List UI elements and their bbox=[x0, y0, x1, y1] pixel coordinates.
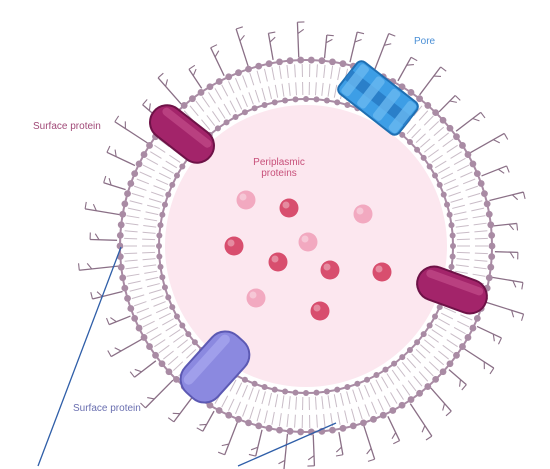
periplasmic-proteins-label: Periplasmic proteins bbox=[244, 157, 314, 179]
glycan-branch bbox=[108, 339, 142, 356]
periplasmic-protein bbox=[373, 263, 392, 282]
glycan-branch bbox=[470, 133, 507, 152]
glycan-branch bbox=[218, 422, 237, 455]
glycan-branch bbox=[90, 233, 117, 241]
glycan-branch bbox=[495, 252, 518, 260]
glycan-branch bbox=[211, 45, 224, 76]
glycan-branch bbox=[115, 116, 148, 143]
periplasmic-protein bbox=[354, 205, 373, 224]
periplasmic-protein bbox=[225, 237, 244, 256]
glycan-branch bbox=[104, 176, 126, 190]
glycan-branch bbox=[477, 326, 501, 344]
surface-protein-bottom-label: Surface protein bbox=[73, 403, 141, 414]
glycan-branch bbox=[364, 426, 375, 461]
glycan-branch bbox=[388, 416, 400, 443]
glycan-branch bbox=[107, 146, 135, 166]
periplasmic-protein bbox=[247, 289, 266, 308]
pore-label: Pore bbox=[414, 36, 435, 47]
glycan-branch bbox=[449, 370, 466, 390]
glycan-branch bbox=[420, 67, 447, 95]
glycan-branch bbox=[297, 22, 304, 57]
glycan-branch bbox=[268, 32, 275, 60]
glycan-branch bbox=[85, 202, 120, 215]
glycan-branch bbox=[410, 404, 432, 440]
glycan-branch bbox=[140, 380, 172, 408]
periplasmic-protein bbox=[280, 199, 299, 218]
glycan-branch bbox=[249, 430, 262, 456]
glycan-branch bbox=[486, 302, 523, 320]
surface-protein-top-icon bbox=[143, 98, 221, 169]
glycan-branch bbox=[489, 192, 525, 200]
glycan-branch bbox=[107, 316, 131, 325]
glycan-branch bbox=[277, 434, 288, 469]
glycan-branch bbox=[325, 35, 334, 58]
periplasmic-protein bbox=[269, 253, 288, 272]
periplasmic-protein bbox=[237, 191, 256, 210]
glycan-branch bbox=[307, 435, 314, 466]
glycan-branch bbox=[189, 65, 202, 88]
periplasmic-protein bbox=[311, 302, 330, 321]
glycan-branch bbox=[236, 27, 248, 66]
glycan-branch bbox=[456, 112, 485, 131]
glycan-branch bbox=[130, 361, 156, 377]
periplasmic-protein bbox=[321, 261, 340, 280]
glycan-branch bbox=[398, 57, 417, 81]
pointer-line-left bbox=[38, 247, 121, 466]
glycan-branch bbox=[168, 397, 192, 422]
glycan-branch bbox=[336, 432, 343, 456]
glycan-branch bbox=[375, 34, 396, 70]
glycan-branch bbox=[197, 411, 214, 431]
glycan-branch bbox=[482, 166, 510, 176]
glycan-branch bbox=[91, 292, 123, 299]
glycan-branch bbox=[431, 388, 451, 416]
surface-protein-top-label: Surface protein bbox=[33, 121, 101, 132]
glycan-branch bbox=[350, 32, 364, 62]
glycan-branch bbox=[464, 349, 493, 374]
glycan-branch bbox=[494, 223, 518, 230]
periplasmic-protein bbox=[299, 233, 318, 252]
glycan-branch bbox=[492, 277, 523, 289]
glycan-branch bbox=[158, 73, 181, 104]
glycan-branch bbox=[439, 95, 460, 111]
pointer-line-bottom bbox=[238, 423, 336, 466]
